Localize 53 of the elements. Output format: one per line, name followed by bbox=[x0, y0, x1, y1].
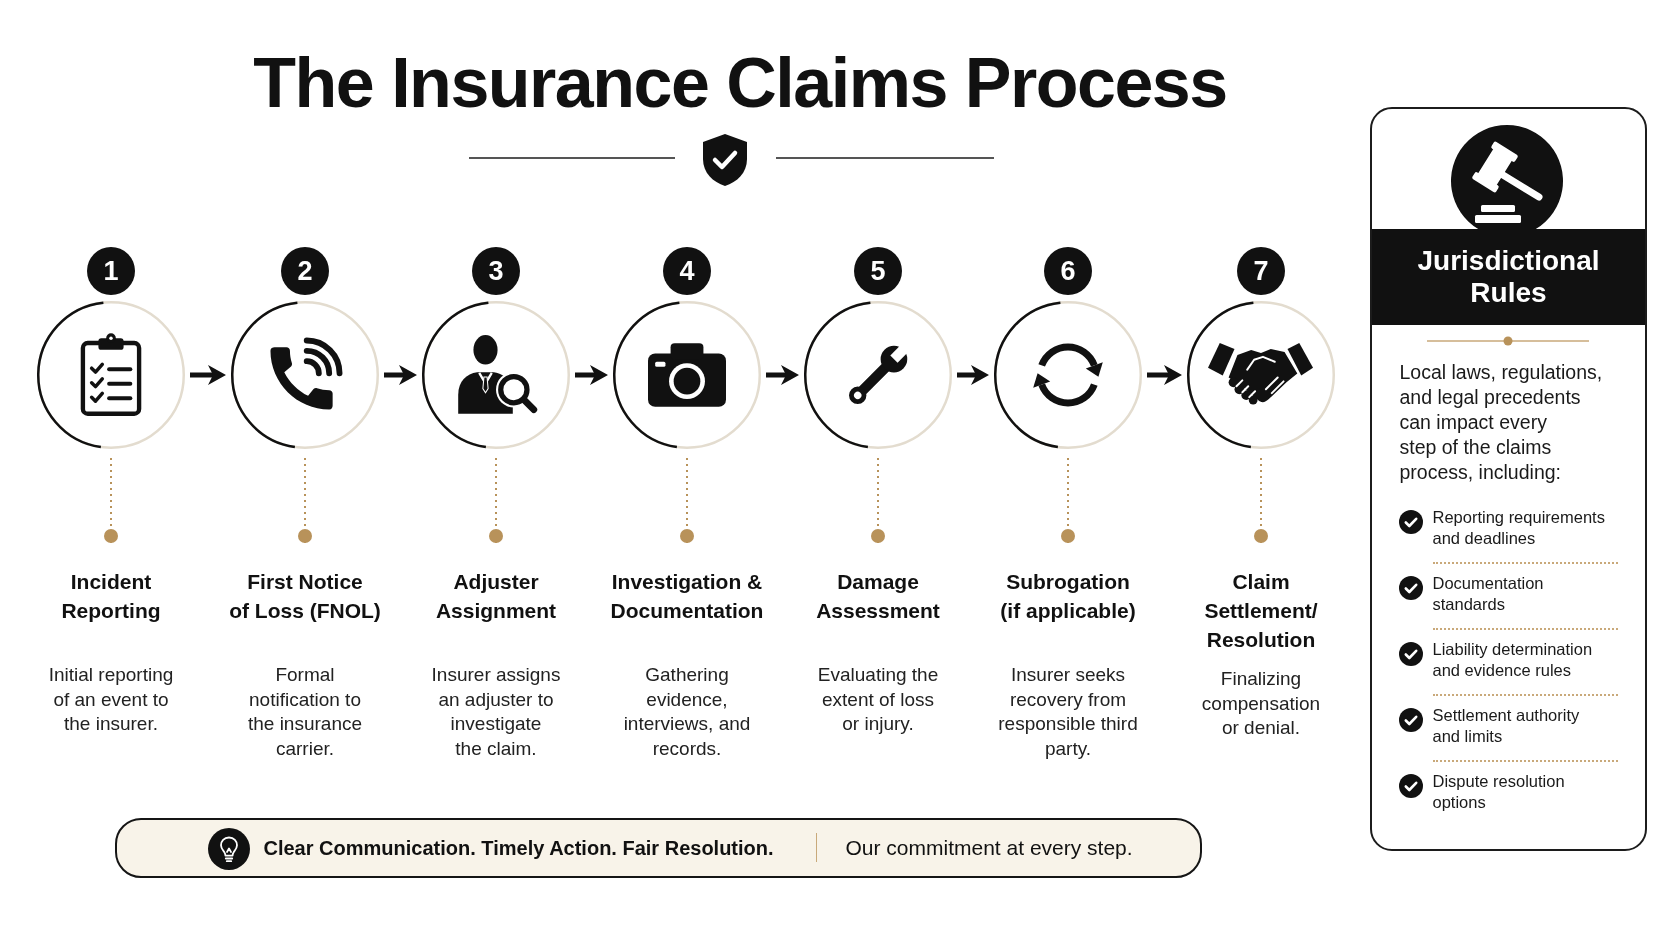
step-title: Subrogation (if applicable) bbox=[1000, 569, 1136, 624]
step-number: 6 bbox=[1044, 247, 1092, 295]
step-circle bbox=[422, 301, 570, 449]
banner-text: Our commitment at every step. bbox=[845, 834, 1133, 861]
dotted-connector bbox=[1061, 457, 1075, 544]
step-description: Formal notification to the insurance carrier. bbox=[247, 663, 363, 761]
list-item-text: Reporting requirements and deadlines bbox=[1432, 506, 1605, 549]
step-number: 4 bbox=[663, 247, 711, 295]
step-circle bbox=[1187, 301, 1335, 449]
step-description: Gathering evidence, interviews, and records. bbox=[623, 663, 751, 761]
dotted-connector bbox=[1254, 457, 1268, 544]
list-item-text: Dispute resolution options bbox=[1432, 770, 1565, 813]
step-title: Incident Reporting bbox=[61, 569, 161, 624]
step-description: Insurer seeks recovery from responsible third party. bbox=[998, 663, 1138, 761]
title: The Insurance Claims Process bbox=[253, 43, 1227, 123]
list-item-text: Documentation standards bbox=[1432, 572, 1544, 615]
dotted-connector bbox=[680, 457, 694, 544]
step-circle bbox=[804, 301, 952, 449]
step-circle bbox=[994, 301, 1142, 449]
side-panel bbox=[1370, 107, 1647, 851]
step-description: Insurer assigns an adjuster to investigate the claim. bbox=[431, 663, 561, 761]
arrow bbox=[1147, 365, 1182, 385]
banner bbox=[115, 818, 1202, 878]
dotted-connector bbox=[871, 457, 885, 544]
dotted-connector bbox=[104, 457, 118, 544]
banner-tagline: Clear Communication. Timely Action. Fair Resolution. bbox=[263, 835, 774, 861]
step-description: Evaluating the extent of loss or injury. bbox=[817, 663, 939, 736]
step-title: Investigation & Documentation bbox=[610, 569, 764, 624]
arrow bbox=[190, 365, 226, 385]
panel-heading: Jurisdictional Rules bbox=[1417, 244, 1600, 309]
arrow bbox=[957, 365, 989, 385]
step-title: First Notice of Loss (FNOL) bbox=[229, 569, 381, 624]
step-number: 7 bbox=[1237, 247, 1285, 295]
step-title: Adjuster Assignment bbox=[435, 569, 557, 624]
step-circle bbox=[231, 301, 379, 449]
dotted-connector bbox=[489, 457, 503, 544]
step-number: 2 bbox=[281, 247, 329, 295]
step-title: Claim Settlement/ Resolution bbox=[1204, 569, 1318, 653]
list-item-text: Settlement authority and limits bbox=[1432, 704, 1580, 747]
dotted-connector bbox=[298, 457, 312, 544]
arrow bbox=[766, 365, 799, 385]
arrow bbox=[575, 365, 608, 385]
step-number: 5 bbox=[854, 247, 902, 295]
list-item-text: Liability determination and evidence rules bbox=[1432, 638, 1593, 681]
step-circle bbox=[613, 301, 761, 449]
step-number: 3 bbox=[472, 247, 520, 295]
step-description: Finalizing compensation or denial. bbox=[1201, 667, 1321, 740]
panel-text: Local laws, regulations, and legal precedents can impact every step of the claims process, including: bbox=[1399, 359, 1603, 485]
step-number: 1 bbox=[87, 247, 135, 295]
step-title: Damage Assessment bbox=[816, 569, 940, 624]
step-circle bbox=[37, 301, 185, 449]
step-description: Initial reporting of an event to the insurer. bbox=[48, 663, 174, 736]
arrow bbox=[384, 365, 417, 385]
